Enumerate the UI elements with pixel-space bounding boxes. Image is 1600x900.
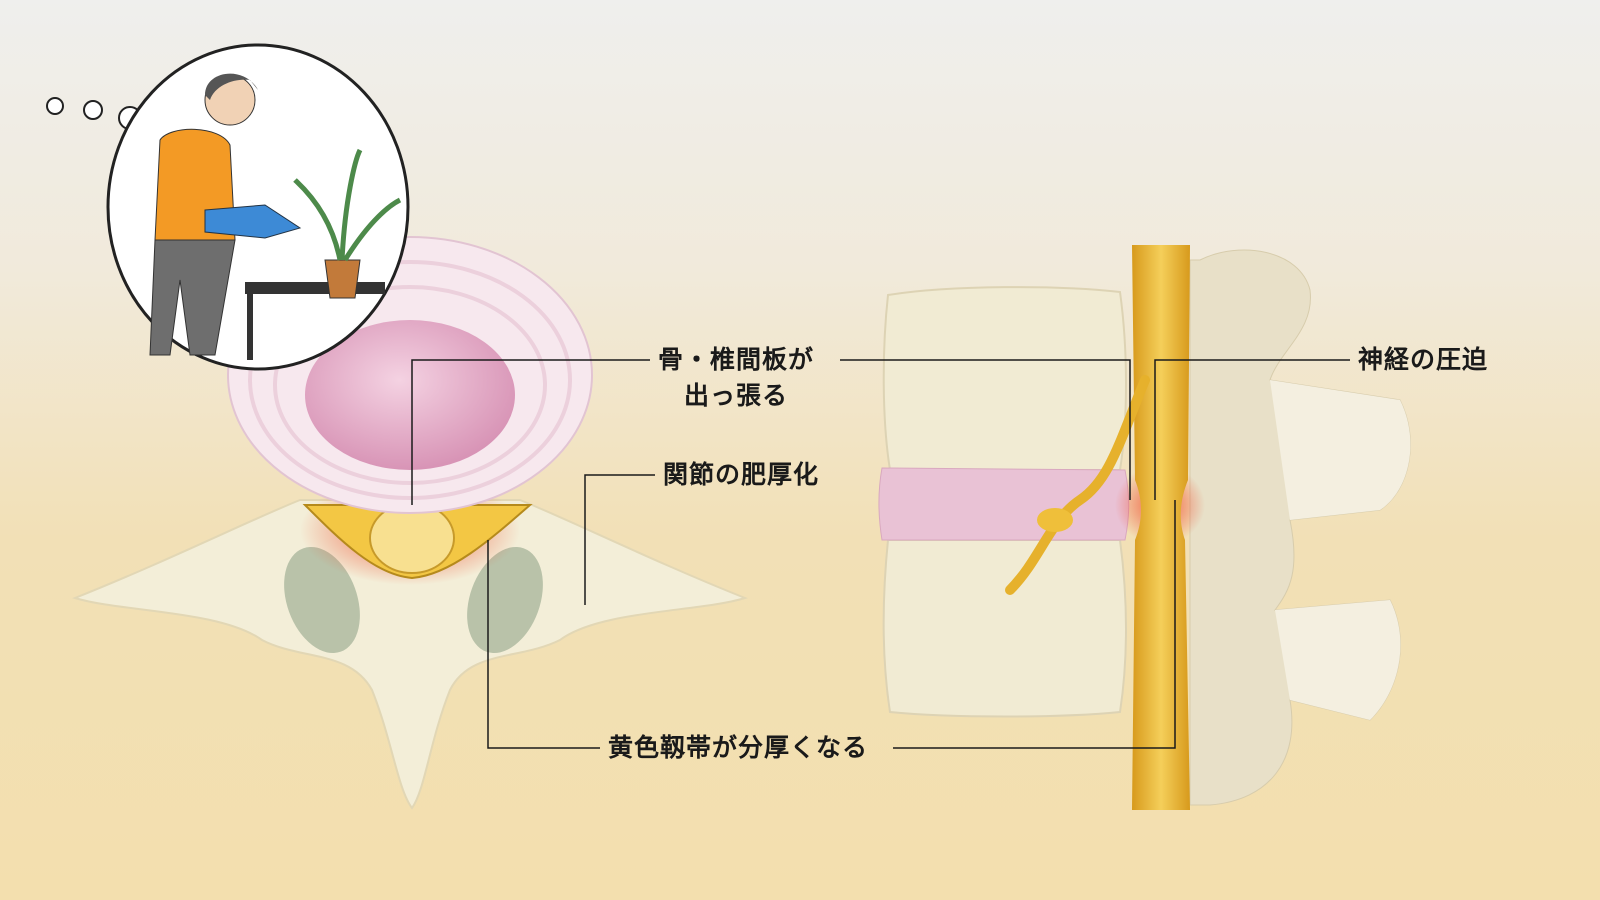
- leader-disc-right: [840, 359, 1131, 500]
- leader-nerve: [1154, 359, 1350, 500]
- leader-disc-left: [411, 359, 650, 505]
- label-disc-bulge-line1: 骨・椎間板が: [658, 345, 815, 374]
- spine-side-view: [878, 245, 1411, 810]
- leader-ligament-right: [893, 500, 1176, 749]
- label-disc-bulge: 骨・椎間板が 出っ張る: [658, 342, 814, 415]
- leader-lines: [411, 359, 1350, 749]
- leader-joint: [584, 474, 655, 605]
- leader-ligament-left: [487, 540, 600, 749]
- thought-bubble: [46, 43, 410, 371]
- label-nerve-compression: 神経の圧迫: [1358, 345, 1489, 374]
- label-joint-thickening: 関節の肥厚化: [663, 460, 820, 489]
- label-ligament-thickening: 黄色靱帯が分厚くなる: [608, 733, 869, 762]
- label-disc-bulge-line2: 出っ張る: [684, 381, 789, 411]
